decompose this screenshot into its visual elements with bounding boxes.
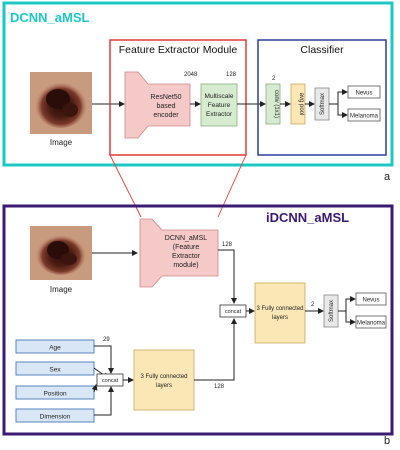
meta-input-dimension-label: Dimension xyxy=(40,414,71,421)
panel-b-skin-image xyxy=(30,226,92,280)
output-nevus-label-b: Nevus xyxy=(362,298,379,304)
msfe-line-2: Feature xyxy=(208,102,231,109)
panel-a-skin-image xyxy=(30,72,92,134)
arrow-softmax-to-melanoma-a xyxy=(337,104,348,118)
arrow-age-to-concat xyxy=(94,345,114,374)
output-nevus-box-a xyxy=(347,85,381,99)
fc-top-line-2: layers xyxy=(272,315,288,321)
fc-top-line-1: 3 Fully connected xyxy=(256,306,303,312)
feature-extractor-module-title: Feature Extractor Module xyxy=(119,44,238,56)
encoder-dim-label: 2048 xyxy=(184,72,198,78)
meta-input-age-label: Age xyxy=(49,345,61,352)
concat-top-label: concat xyxy=(225,309,242,315)
output-nevus-box-b xyxy=(355,292,387,306)
backbone-line-4: module) xyxy=(173,262,198,269)
multiscale-feature-extractor-block xyxy=(200,83,238,127)
meta-input-position xyxy=(15,385,95,400)
meta-input-position-label: Position xyxy=(43,391,67,398)
fc-top-dim-label: 2 xyxy=(311,302,315,308)
meta-dim-label: 29 xyxy=(103,337,110,343)
output-nevus-label-a: Nevus xyxy=(355,91,372,97)
panel-a-image-label: Image xyxy=(50,138,73,147)
conv-dim-label: 2 xyxy=(272,76,276,82)
panel-a-border xyxy=(2,1,394,167)
panel-a-letter: a xyxy=(384,171,391,183)
fc-bottom-line-2: layers xyxy=(156,383,172,389)
softmax-label-a: Softmax xyxy=(320,93,326,115)
fc-bottom-dim-label: 128 xyxy=(214,384,225,390)
panel-b-title: iDCNN_aMSL xyxy=(266,210,349,225)
msfe-line-1: Multiscale xyxy=(205,93,234,100)
arrow-softmax-to-melanoma-b xyxy=(345,311,356,325)
arrow-fc-bottom-to-concat-top xyxy=(194,318,237,381)
arrow-softmax-to-nevus-b xyxy=(338,296,356,312)
panel-b: iDCNN_aMSL Image DCNN_aMSL (Feature Extr… xyxy=(2,204,394,447)
panel-b-image-label: Image xyxy=(50,285,73,294)
fc-bottom-line-1: 3 Fully connected xyxy=(140,374,187,380)
backbone-line-1: DCNN_aMSL xyxy=(165,235,208,242)
panel-a-title: DCNN_aMSL xyxy=(10,10,90,25)
output-melanoma-label-b: Melanoma xyxy=(357,321,386,327)
backbone-line-3: Extractor xyxy=(172,253,201,260)
fc-top-block xyxy=(254,282,306,344)
backbone-dim-label: 128 xyxy=(222,242,233,248)
resnet50-encoder-block xyxy=(124,71,191,139)
arrow-dimension-to-concat xyxy=(94,386,114,416)
output-melanoma-box-a xyxy=(347,108,381,122)
arrow-softmax-to-nevus-a xyxy=(329,89,348,105)
arrow-position-to-concat xyxy=(91,384,98,393)
softmax-label-b: Softmax xyxy=(329,300,335,322)
concat-bottom-label: concat xyxy=(102,378,119,384)
avg-pool-label: avg pool xyxy=(298,93,304,116)
panel-b-border xyxy=(2,204,394,436)
panel-a: DCNN_aMSL Image Feature Extractor Module… xyxy=(2,1,394,183)
arrow-backbone-to-concat xyxy=(218,249,237,304)
fc-bottom-block xyxy=(133,349,195,411)
conv-1x1-label: conv (1x1) xyxy=(273,90,279,118)
msfe-dim-label: 128 xyxy=(226,72,237,78)
panel-b-letter: b xyxy=(384,435,390,447)
encoder-line-1: ResNet50 xyxy=(150,94,181,101)
encoder-line-2: based xyxy=(156,103,175,110)
output-melanoma-label-a: Melanoma xyxy=(350,114,379,120)
dcnn-amsl-backbone-block xyxy=(139,218,219,288)
feature-extractor-module-box xyxy=(109,39,247,156)
backbone-line-2: (Feature xyxy=(173,244,200,251)
classifier-title: Classifier xyxy=(300,44,344,56)
output-melanoma-box-b xyxy=(355,315,387,329)
meta-input-sex-label: Sex xyxy=(49,367,61,374)
msfe-line-3: Extractor xyxy=(206,111,233,118)
encoder-line-3: encoder xyxy=(153,112,179,119)
classifier-box xyxy=(257,39,387,156)
